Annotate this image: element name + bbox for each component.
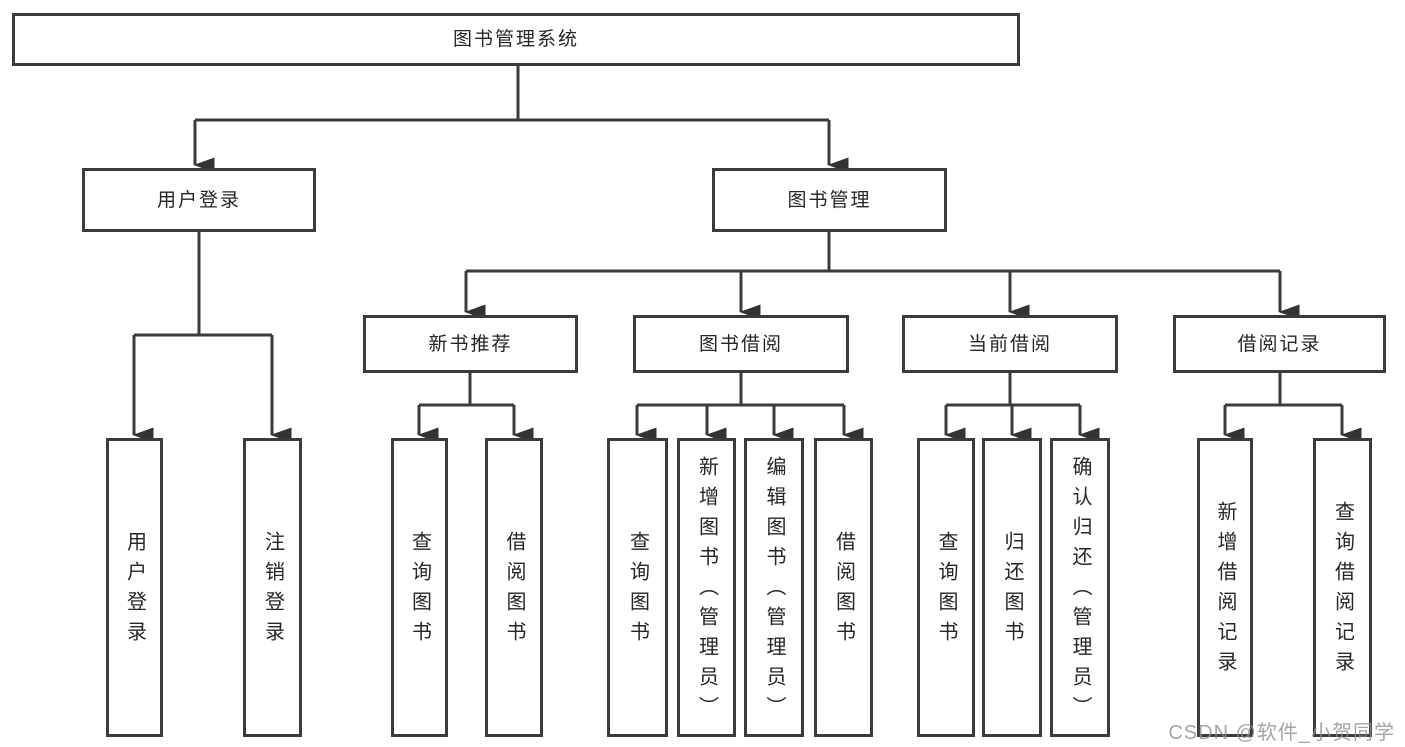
leaf-return-books: 归还图书 xyxy=(982,438,1042,737)
leaf-borrow-query-books: 查询图书 xyxy=(607,438,668,737)
connector-book-borrow xyxy=(637,373,844,407)
leaf-add-book-admin: 新增图书（管理员） xyxy=(677,438,736,737)
connector-book-management xyxy=(466,232,1280,273)
leaf-query-borrow-record: 查询借阅记录 xyxy=(1313,438,1372,737)
connector-current-borrow xyxy=(946,373,1080,407)
connector-borrow-records xyxy=(1225,373,1342,407)
node-borrow-records: 借阅记录 xyxy=(1173,315,1386,373)
node-root: 图书管理系统 xyxy=(12,13,1020,66)
node-book-borrow: 图书借阅 xyxy=(633,315,849,373)
node-book-management: 图书管理 xyxy=(712,168,947,232)
leaf-edit-book-admin: 编辑图书（管理员） xyxy=(744,438,804,737)
node-user-login: 用户登录 xyxy=(82,168,316,232)
leaf-add-borrow-record: 新增借阅记录 xyxy=(1197,438,1253,737)
leaf-recommend-borrow-books: 借阅图书 xyxy=(485,438,543,737)
connector-user-login xyxy=(134,232,272,337)
node-new-book-recommend: 新书推荐 xyxy=(363,315,578,373)
node-current-borrow: 当前借阅 xyxy=(902,315,1118,373)
leaf-current-query-books: 查询图书 xyxy=(917,438,975,737)
connector-new-book-recommend xyxy=(419,373,514,407)
connector-root xyxy=(195,66,829,122)
leaf-recommend-query-books: 查询图书 xyxy=(391,438,448,737)
watermark: CSDN @软件_小贺同学 xyxy=(1168,722,1395,744)
leaf-user-login: 用户登录 xyxy=(106,438,163,737)
leaf-confirm-return-admin: 确认归还（管理员） xyxy=(1050,438,1110,737)
leaf-borrow-books: 借阅图书 xyxy=(814,438,873,737)
leaf-logout-login: 注销登录 xyxy=(243,438,302,737)
